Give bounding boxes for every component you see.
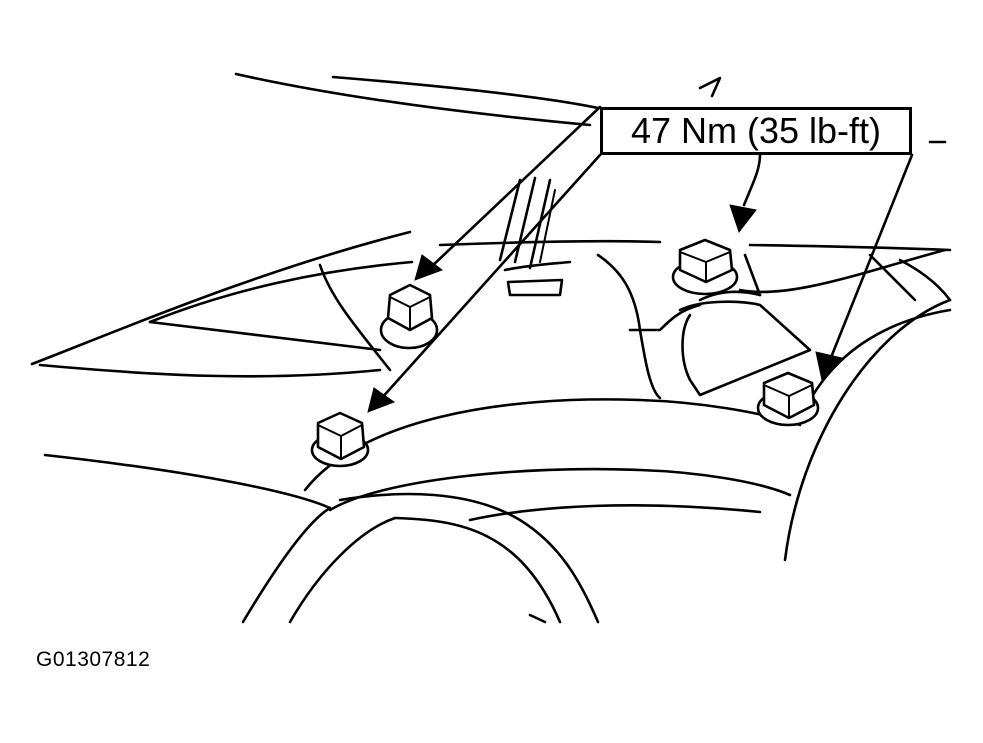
bolt-lower-right (756, 371, 820, 427)
arrowhead-bolt-lower-left (367, 387, 396, 413)
bolt-upper-left (379, 283, 439, 350)
torque-callout: 47 Nm (35 lb-ft) (600, 107, 912, 155)
bolt-upper-right (671, 238, 739, 296)
leader-lines (378, 105, 914, 402)
arrowhead-bolt-upper-left (414, 254, 444, 281)
arrowhead-bolt-upper-right (729, 204, 757, 234)
torque-label: 47 Nm (35 lb-ft) (630, 110, 882, 151)
bolt-lower-left (310, 411, 370, 468)
mount-bracket (498, 176, 812, 400)
arrowhead-bolt-lower-right (815, 351, 843, 382)
arrowheads (367, 204, 843, 413)
figure-id-label: G01307812 (36, 648, 151, 671)
housing-outline (30, 72, 952, 624)
